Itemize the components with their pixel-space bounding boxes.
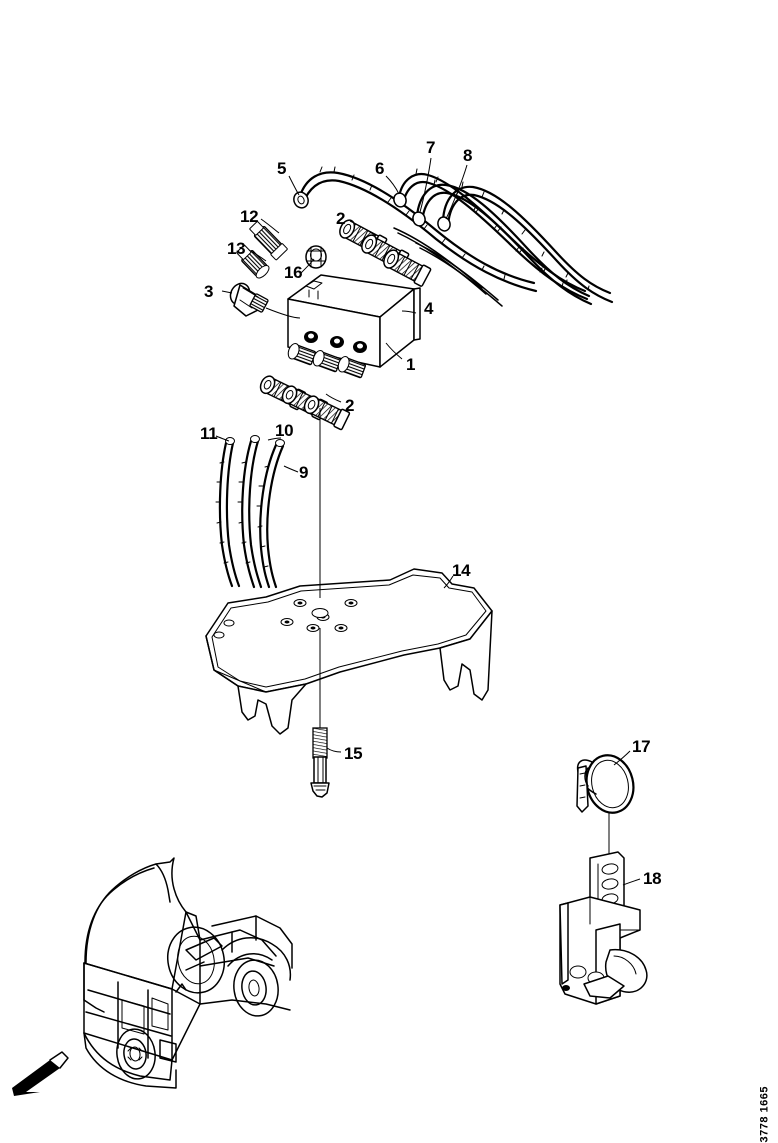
mounting-bracket-plate	[205, 568, 493, 735]
diagram-sheet: .ln { fill:none; stroke:#000; stroke-wid…	[12, 138, 770, 1143]
truck-illustration	[12, 857, 293, 1096]
parts-illustration: .ln { fill:none; stroke:#000; stroke-wid…	[12, 157, 648, 1096]
callout-8[interactable]: 8	[463, 146, 473, 165]
callout-2-upper[interactable]: 2	[336, 209, 346, 228]
callout-15[interactable]: 15	[344, 744, 363, 763]
callout-3[interactable]: 3	[204, 282, 214, 301]
fitting-cluster-upper	[339, 219, 503, 307]
callout-10[interactable]: 10	[275, 421, 294, 440]
callout-12[interactable]: 12	[240, 207, 259, 226]
callout-2-lower[interactable]: 2	[345, 396, 355, 415]
adapter-12	[249, 221, 288, 261]
bracket-strip-18	[559, 851, 648, 1005]
callout-18[interactable]: 18	[643, 869, 662, 888]
hose-group-lower	[215, 435, 285, 589]
leader-lines	[215, 157, 641, 886]
adapter-13	[236, 244, 270, 279]
callout-5[interactable]: 5	[277, 159, 287, 178]
control-valve-block	[287, 274, 421, 379]
callout-1[interactable]: 1	[406, 355, 416, 374]
callout-9[interactable]: 9	[299, 463, 309, 482]
callout-17[interactable]: 17	[632, 737, 651, 756]
figure-code: 3778 1665	[758, 1086, 770, 1143]
callout-6[interactable]: 6	[375, 159, 385, 178]
callout-7[interactable]: 7	[426, 138, 436, 157]
callout-14[interactable]: 14	[452, 561, 471, 580]
callout-11[interactable]: 11	[200, 424, 218, 443]
callout-4[interactable]: 4	[424, 299, 434, 318]
callout-16[interactable]: 16	[284, 263, 303, 282]
callout-13[interactable]: 13	[227, 239, 246, 258]
fitting-cluster-lower	[259, 375, 351, 431]
hex-bolt	[310, 727, 330, 798]
hose-clamp-ring	[576, 754, 635, 814]
callout-labels: 5 6 7 8 12 2 13 16 3 4 1 2 11 10 9 14 15…	[200, 138, 662, 888]
elbow-fitting-3	[229, 282, 269, 317]
